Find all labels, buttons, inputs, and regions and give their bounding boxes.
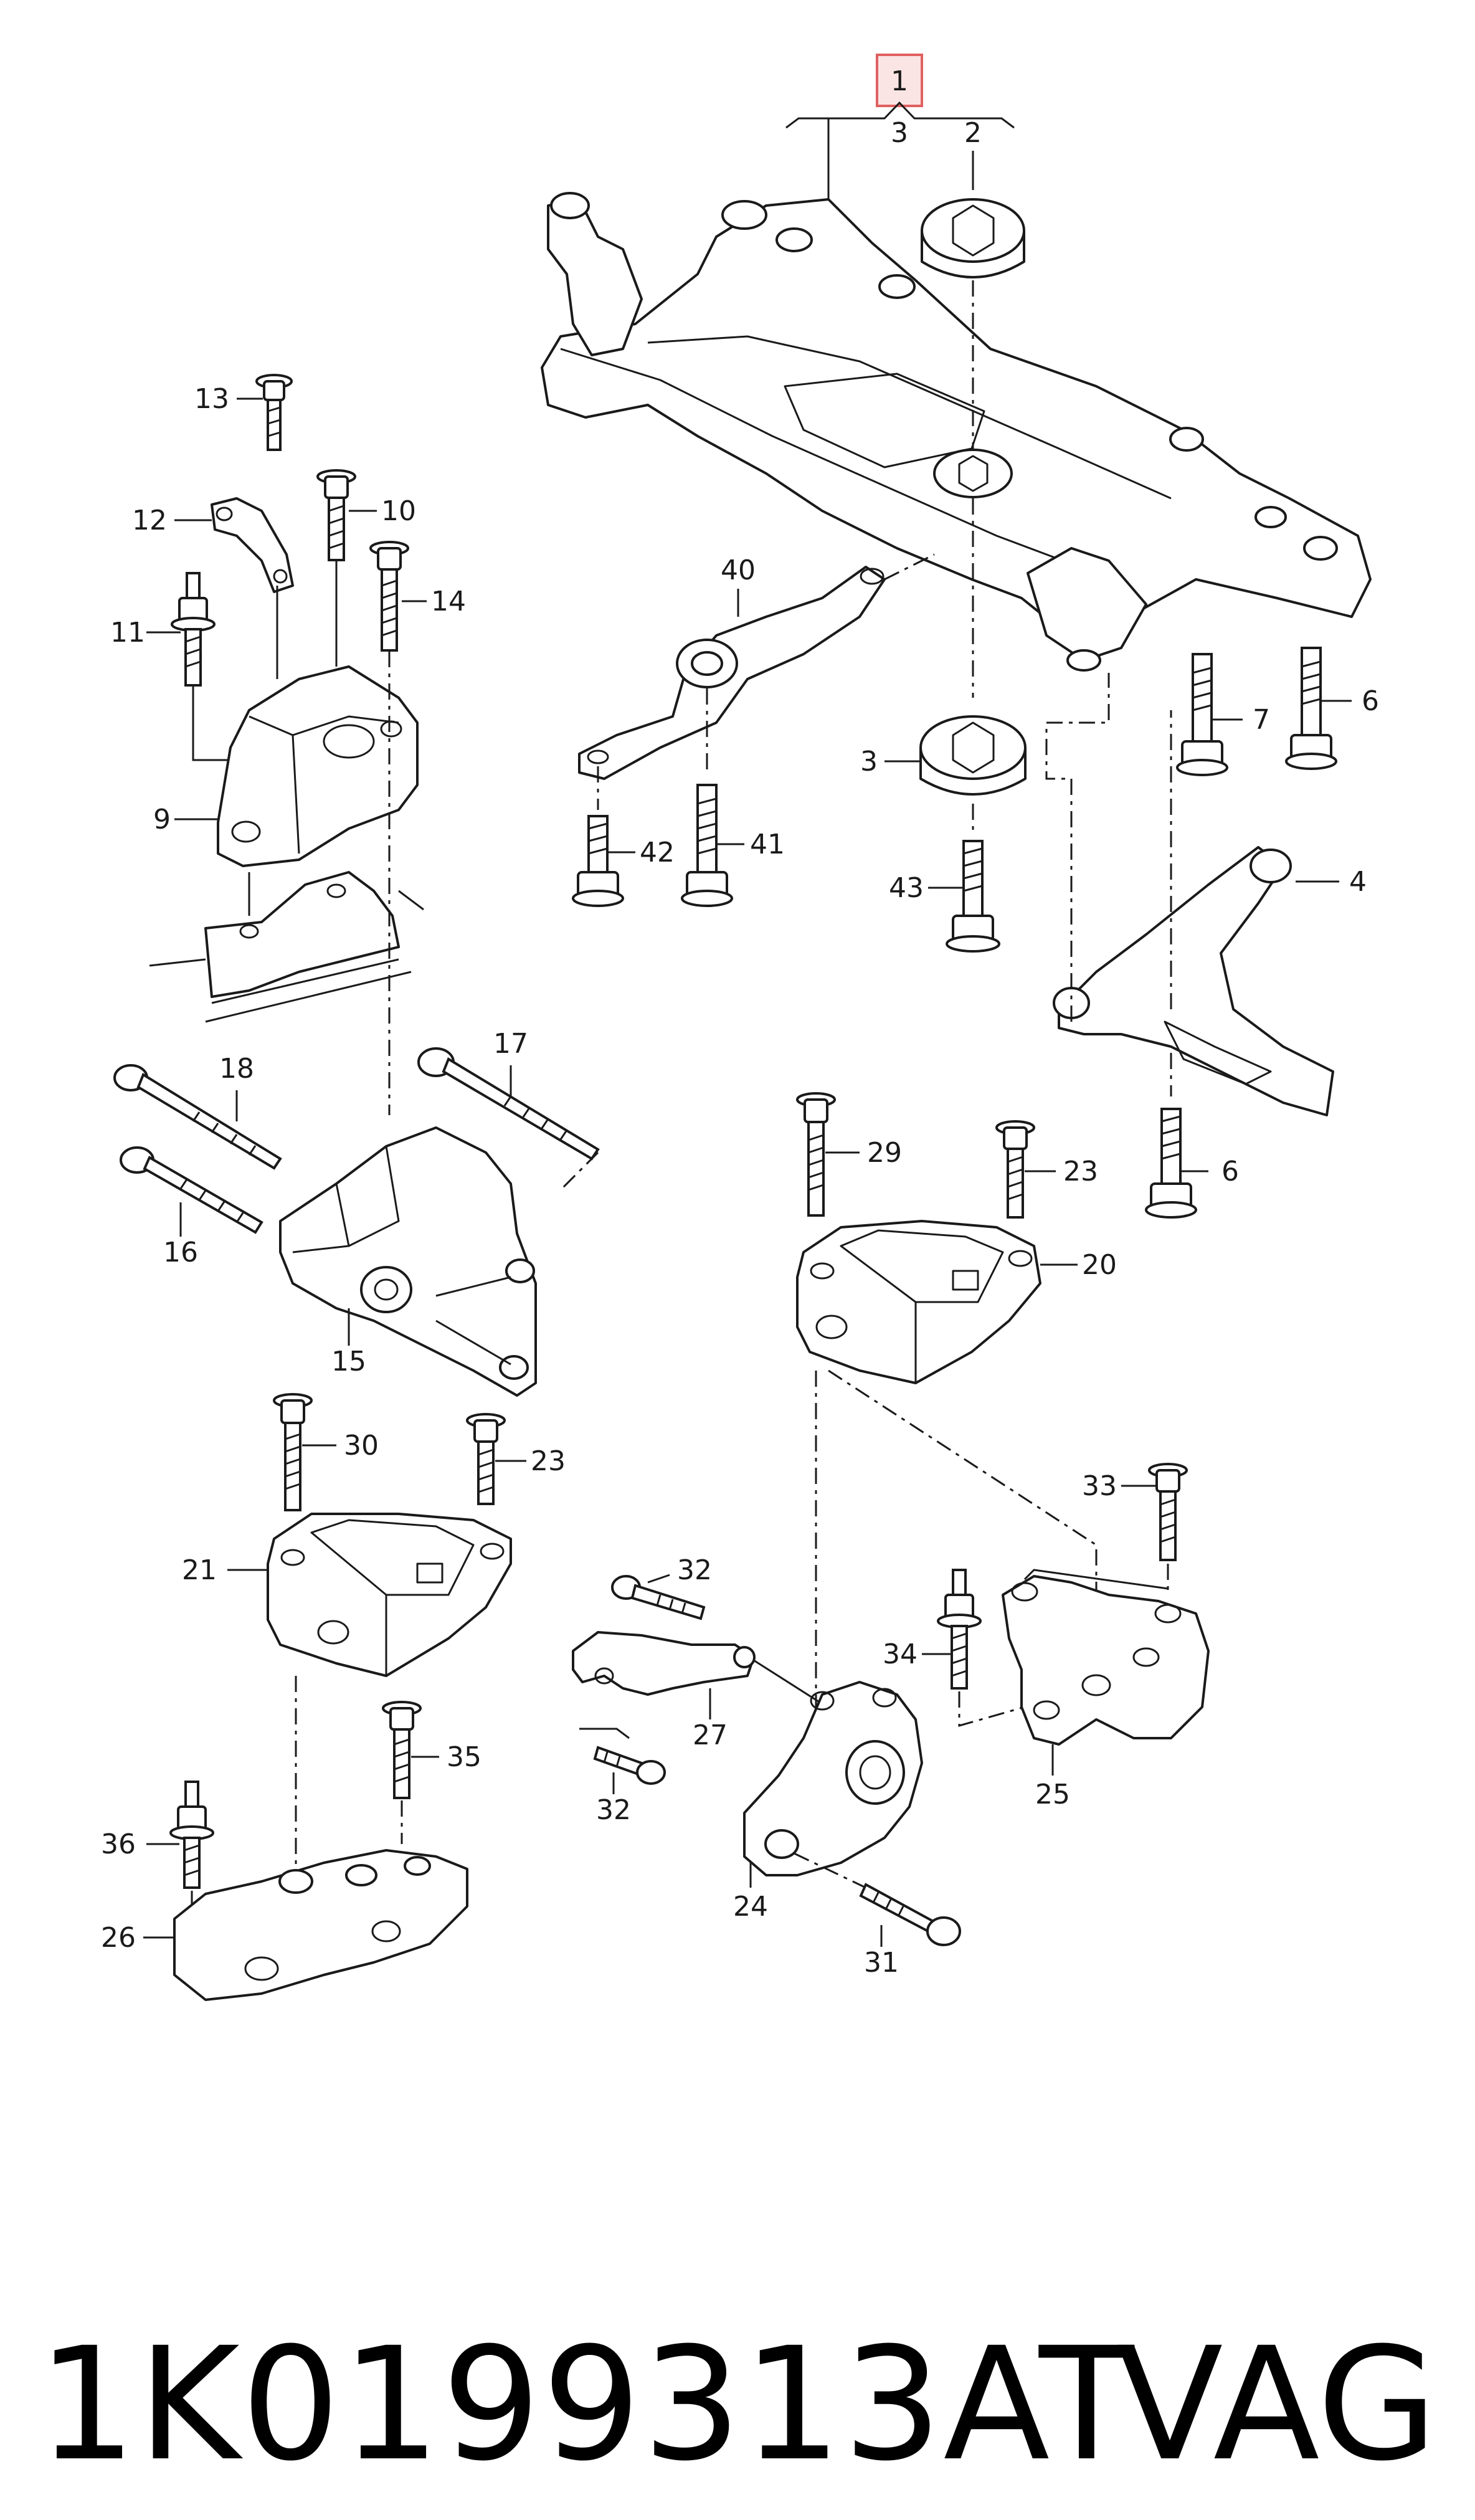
callout-27: 27 xyxy=(693,1719,728,1751)
callout-25: 25 xyxy=(1035,1779,1070,1810)
mount-24 xyxy=(743,1681,923,1876)
callout-31: 31 xyxy=(864,1947,899,1979)
bolt-43 xyxy=(946,840,1000,953)
bushing-2-seat-core xyxy=(958,455,989,492)
control-arm-4 xyxy=(1053,846,1334,1116)
callout-1-highlight-box xyxy=(876,54,923,107)
bolt-32-upper xyxy=(611,1575,706,1620)
callout-42: 42 xyxy=(640,837,675,868)
axis-torque-rod xyxy=(884,553,935,581)
callout-13: 13 xyxy=(194,383,229,415)
callout-26: 26 xyxy=(101,1922,136,1954)
bolt-6-upper xyxy=(1285,647,1337,770)
bolt-30 xyxy=(273,1393,313,1511)
callout-6-upper: 6 xyxy=(1362,685,1379,717)
callout-11: 11 xyxy=(110,617,145,649)
axis-mount-20-diag xyxy=(828,1369,1098,1682)
subframe xyxy=(541,192,1372,672)
callout-18: 18 xyxy=(219,1053,254,1085)
leader-32-upper xyxy=(647,1574,670,1584)
bolt-33 xyxy=(1148,1463,1188,1561)
transmission-mount-21 xyxy=(267,1513,512,1677)
bolt-18 xyxy=(113,1064,282,1170)
bolt-10 xyxy=(316,469,356,561)
bolt-31 xyxy=(859,1883,961,1946)
axis-bracket-25-top xyxy=(1023,1569,1169,1590)
callout-10: 10 xyxy=(381,495,416,527)
callout-24: 24 xyxy=(733,1891,768,1923)
callout-1: 1 xyxy=(891,65,908,97)
bolt-13 xyxy=(255,374,293,451)
bracket-25 xyxy=(1002,1575,1210,1746)
bracket-15 xyxy=(279,1126,537,1397)
bolt-23-left xyxy=(466,1413,506,1505)
axis-bolt-32-lower xyxy=(579,1728,630,1739)
bushing-3 xyxy=(919,715,1027,796)
exploded-parts-diagram: 1 3 2 3 xyxy=(101,54,1379,2001)
callout-32-lower: 32 xyxy=(596,1794,631,1826)
bolt-23-right xyxy=(995,1120,1035,1219)
callout-3-top: 3 xyxy=(891,117,908,149)
callout-17: 17 xyxy=(493,1028,528,1060)
bolt-16 xyxy=(120,1146,263,1234)
callout-29: 29 xyxy=(867,1137,902,1169)
bolt-35 xyxy=(382,1701,422,1799)
bracket-26 xyxy=(173,1849,468,2001)
callout-14: 14 xyxy=(431,586,466,617)
callout-36: 36 xyxy=(101,1828,136,1860)
callout-21: 21 xyxy=(182,1554,217,1586)
assembly-bracket xyxy=(785,101,1015,129)
bolt-11 xyxy=(171,572,216,687)
bolt-7 xyxy=(1176,653,1228,776)
axis-mount-9-vertical xyxy=(276,561,338,679)
transmission-mount-20 xyxy=(796,1220,1041,1384)
axis-bracket-27 xyxy=(753,1659,823,1705)
callout-34: 34 xyxy=(883,1638,918,1670)
callout-30: 30 xyxy=(344,1430,379,1462)
callout-23-left: 23 xyxy=(531,1445,566,1477)
bolt-6-lower xyxy=(1145,1108,1197,1219)
engine-bracket-section xyxy=(149,871,424,1023)
bushing-2-seat xyxy=(933,449,1013,498)
callout-15: 15 xyxy=(331,1346,366,1377)
axis-mount-9 xyxy=(192,685,237,761)
bolt-41 xyxy=(681,784,733,907)
axis-bolt-34 xyxy=(958,1691,1047,1727)
bracket-12 xyxy=(211,497,294,593)
bolt-34 xyxy=(937,1569,982,1690)
engine-mount-9 xyxy=(217,665,419,867)
callout-12: 12 xyxy=(132,505,167,536)
bolt-14 xyxy=(369,541,409,652)
callout-33: 33 xyxy=(1082,1470,1117,1502)
part-number: 1K0199313AT xyxy=(37,2314,1136,2495)
callout-2: 2 xyxy=(964,117,982,149)
axis-bolt-17 xyxy=(559,1151,599,1191)
callout-23-right: 23 xyxy=(1063,1156,1098,1187)
callout-41: 41 xyxy=(750,829,785,860)
callout-43: 43 xyxy=(889,872,924,904)
callout-40: 40 xyxy=(721,554,756,586)
callout-20: 20 xyxy=(1082,1249,1117,1281)
callout-6-lower: 6 xyxy=(1221,1156,1239,1187)
bracket-27 xyxy=(572,1631,756,1696)
footer: 1K0199313AT VAG xyxy=(0,2318,1475,2492)
callout-35: 35 xyxy=(447,1741,481,1773)
bolt-42 xyxy=(572,815,624,907)
callout-9: 9 xyxy=(153,804,171,835)
axis-bolt-31 xyxy=(794,1852,866,1889)
callout-16: 16 xyxy=(163,1237,198,1268)
brand-name: VAG xyxy=(1116,2314,1438,2495)
callout-4: 4 xyxy=(1349,866,1367,898)
callout-32-upper: 32 xyxy=(677,1554,712,1586)
callout-7: 7 xyxy=(1253,704,1270,736)
bushing-2 xyxy=(921,198,1025,278)
bolt-32-lower xyxy=(593,1746,666,1785)
bolt-36 xyxy=(169,1781,214,1889)
axis-arm-front xyxy=(1045,673,1110,1022)
callout-3-lower: 3 xyxy=(860,746,878,777)
bolt-29 xyxy=(796,1092,836,1217)
torque-rod-40 xyxy=(578,566,886,780)
